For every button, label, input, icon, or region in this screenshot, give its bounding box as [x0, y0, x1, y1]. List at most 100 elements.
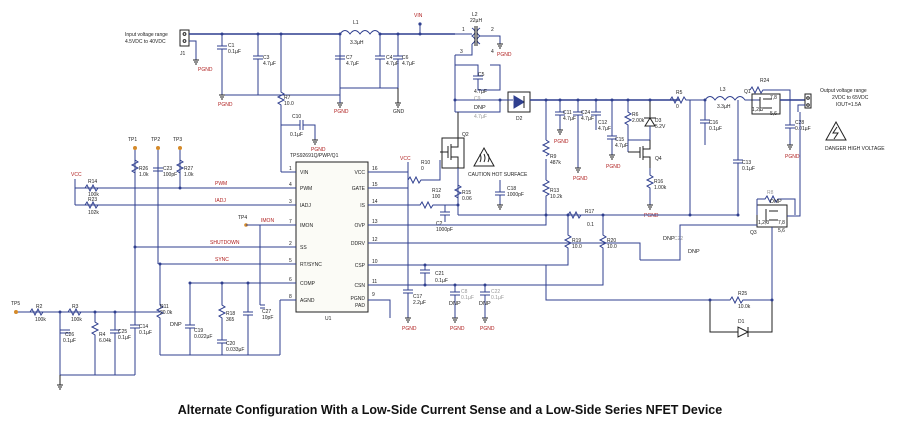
- svg-text:7,8: 7,8: [778, 220, 785, 226]
- svg-text:Q4: Q4: [655, 156, 662, 162]
- svg-text:PGND: PGND: [311, 147, 326, 153]
- svg-text:1: 1: [289, 166, 292, 172]
- svg-text:10: 10: [372, 259, 378, 265]
- gnd-c6: GND: [393, 88, 405, 115]
- resistor-r15: R15 0.06: [453, 168, 472, 215]
- svg-text:TP4: TP4: [238, 215, 247, 221]
- capacitor-c12: C12 4.7µF: [591, 100, 611, 132]
- svg-text:10.0: 10.0: [572, 244, 582, 250]
- resistor-r13: R13 10.2k: [541, 179, 563, 215]
- svg-text:0.1: 0.1: [587, 222, 594, 228]
- resistor-r8-dnp: R8 DNP: [756, 190, 796, 215]
- svg-text:PGND: PGND: [450, 326, 465, 332]
- svg-text:15: 15: [372, 182, 378, 188]
- capacitor-c19: C19 0.022µF: [185, 283, 212, 355]
- svg-text:100: 100: [432, 194, 441, 200]
- svg-text:R8: R8: [767, 190, 774, 196]
- capacitor-c4: C4 4.7µF: [375, 34, 399, 88]
- svg-text:100k: 100k: [71, 317, 82, 323]
- capacitor-c18: C18 1000pF: [495, 180, 524, 210]
- ic-part-number: TPS92691Q/PWP/Q1: [290, 153, 339, 159]
- svg-text:10pF: 10pF: [262, 315, 273, 321]
- svg-text:PGND: PGND: [334, 109, 349, 115]
- svg-text:R15: R15: [462, 190, 471, 196]
- svg-text:0.06: 0.06: [462, 196, 472, 202]
- resistor-r4: R4 6.04k: [90, 312, 112, 375]
- svg-text:C1: C1: [228, 43, 235, 49]
- capacitor-c5: C5 4.7µF: [455, 64, 501, 95]
- diode-d2: D2: [500, 91, 680, 122]
- svg-text:13: 13: [372, 219, 378, 225]
- ic-pin-left: 2SS: [289, 241, 307, 251]
- caution-hot-surface-warning: CAUTION HOT SURFACE: [468, 146, 528, 178]
- svg-text:4: 4: [289, 182, 292, 188]
- resistor-r9: R9 487k: [541, 100, 561, 180]
- svg-text:VCC: VCC: [354, 170, 365, 176]
- svg-text:IADJ: IADJ: [300, 203, 311, 209]
- svg-text:4.7µF: 4.7µF: [563, 116, 576, 122]
- svg-text:C4: C4: [386, 55, 393, 61]
- svg-text:COMP: COMP: [300, 281, 316, 287]
- mosfet-q3: Q3 1,2,3 7,8 5,6: [750, 204, 788, 236]
- svg-text:C14: C14: [139, 324, 148, 330]
- svg-text:R12: R12: [432, 188, 441, 194]
- svg-text:1000pF: 1000pF: [436, 227, 453, 233]
- svg-text:C21: C21: [435, 271, 444, 277]
- svg-text:C23: C23: [163, 166, 172, 172]
- svg-text:C12: C12: [598, 120, 607, 126]
- svg-text:6.04k: 6.04k: [99, 338, 112, 344]
- resistor-r5: R5 0: [669, 90, 705, 110]
- svg-text:11: 11: [372, 279, 377, 285]
- svg-text:0.1µF: 0.1µF: [228, 49, 241, 55]
- vin-net-label: VIN: [414, 13, 423, 34]
- svg-text:16: 16: [372, 166, 378, 172]
- svg-text:C8: C8: [461, 289, 468, 295]
- ic-ref: U1: [325, 316, 332, 322]
- svg-text:2: 2: [491, 27, 494, 33]
- svg-text:PGND: PGND: [644, 213, 659, 219]
- svg-text:8: 8: [289, 294, 292, 300]
- svg-text:C17: C17: [413, 294, 422, 300]
- imon-net-label: IMON: [261, 218, 274, 224]
- svg-text:C9: C9: [474, 96, 481, 102]
- svg-text:TP5: TP5: [11, 301, 20, 307]
- resistor-r27: R27 1.0k: [175, 159, 194, 178]
- svg-text:TP2: TP2: [151, 137, 160, 143]
- svg-text:DNP: DNP: [474, 105, 486, 111]
- svg-text:PGND: PGND: [402, 326, 417, 332]
- svg-text:4.7µF: 4.7µF: [263, 61, 276, 67]
- svg-text:AGND: AGND: [300, 298, 315, 304]
- svg-text:4.7µF: 4.7µF: [581, 116, 594, 122]
- svg-text:R19: R19: [572, 238, 581, 244]
- resistor-r25: R25 10.0k: [700, 245, 773, 310]
- svg-text:7,8: 7,8: [770, 95, 777, 101]
- ic-pin-right: VCC 16: [354, 166, 377, 176]
- diode-d1: D1: [709, 300, 773, 338]
- svg-text:C22: C22: [674, 236, 683, 242]
- svg-text:R27: R27: [184, 166, 193, 172]
- svg-text:4.7µF: 4.7µF: [386, 61, 399, 67]
- svg-text:1.00k: 1.00k: [654, 185, 667, 191]
- svg-text:4.7µF: 4.7µF: [474, 89, 487, 95]
- capacitor-c10: C10 0.1µF PGND: [281, 114, 326, 153]
- svg-text:0.1µF: 0.1µF: [290, 132, 303, 138]
- svg-text:C15: C15: [615, 137, 624, 143]
- output-iout: IOUT=1.5A: [836, 102, 862, 108]
- resistor-r19: R19 10.0: [563, 215, 582, 262]
- svg-text:TP3: TP3: [173, 137, 182, 143]
- svg-text:R16: R16: [654, 179, 663, 185]
- capacitor-c27: C27 10pF: [243, 283, 273, 355]
- svg-text:10.0: 10.0: [607, 244, 617, 250]
- svg-text:IS: IS: [360, 203, 365, 209]
- svg-text:Q3: Q3: [750, 230, 757, 236]
- capacitor-c22-dnp-2: C22 0.1µF DNP: [479, 285, 504, 310]
- svg-text:L2: L2: [472, 12, 478, 18]
- svg-text:0.1µF: 0.1µF: [461, 295, 474, 301]
- svg-text:C16: C16: [709, 120, 718, 126]
- svg-text:R14: R14: [88, 179, 97, 185]
